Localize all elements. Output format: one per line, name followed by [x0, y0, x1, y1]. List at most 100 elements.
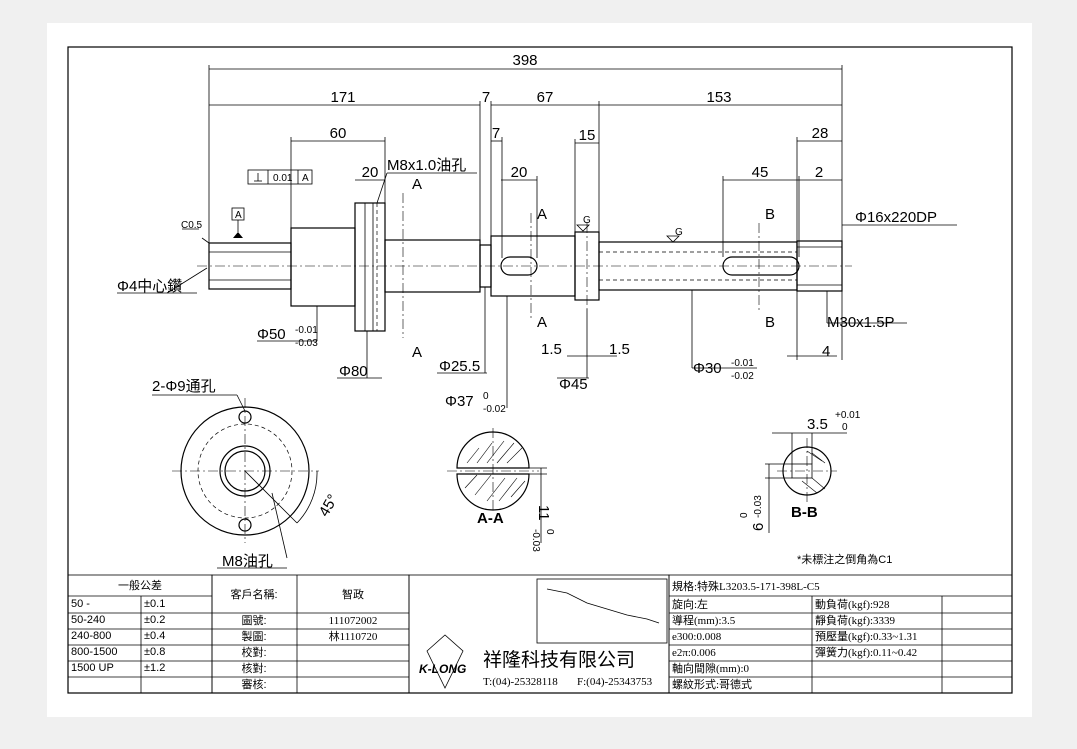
spec-e2pi: e2π:0.006 — [672, 647, 716, 659]
perp-tol-label: 0.01 — [273, 173, 293, 184]
d50-tol-dn: -0.03 — [295, 338, 318, 349]
d37-label: Φ37 — [445, 393, 474, 410]
dim-60: 60 — [330, 125, 347, 142]
tol-value-0: ±0.1 — [144, 598, 165, 610]
grind-label-1: G — [583, 215, 591, 226]
spec-e300: e300:0.008 — [672, 631, 722, 643]
spec-lead: 導程(mm):3.5 — [672, 613, 736, 627]
title-block-left: 客戶名稱: 智政 圖號: 111072002 製圖: 林1110720 校對: … — [211, 574, 410, 694]
perp-datum-label: A — [302, 173, 309, 184]
spec-spring: 彈簧力(kgf):0.11~0.42 — [815, 645, 917, 659]
aa-height-label: 11 — [535, 505, 552, 521]
d37-tol-up: 0 — [483, 391, 489, 402]
perpendicularity-frame — [247, 169, 313, 185]
tol-range-0: 50 - — [71, 598, 90, 610]
company-logo-text: K-LONG — [419, 662, 466, 676]
dim-20-flange: 20 — [362, 164, 379, 181]
section-bb-view — [765, 432, 847, 533]
dim-153: 153 — [706, 89, 731, 106]
d50-tol-up: -0.01 — [295, 325, 318, 336]
aa-tol-up: 0 — [544, 529, 555, 535]
dimension-lines — [117, 65, 957, 408]
tol-range-1: 50-240 — [71, 614, 105, 626]
tolerance-table: 一般公差 50 - ±0.1 50-240 ±0.2 240-800 ±0.4 … — [67, 574, 213, 694]
company-block: K-LONG 祥隆科技有限公司 T:(04)-25328118 F:(04)-2… — [408, 574, 670, 694]
section-aa-view — [447, 428, 547, 543]
tol-value-4: ±1.2 — [144, 662, 165, 674]
tol-range-2: 240-800 — [71, 630, 111, 642]
dim-28: 28 — [812, 125, 829, 142]
check2-label: 核對: — [241, 661, 266, 675]
spec-dynamic-load: 動負荷(kgf):928 — [815, 597, 890, 611]
company-logo-icon — [426, 634, 464, 689]
d37-tol-dn: -0.02 — [483, 404, 506, 415]
drawn-label: 製圖: — [241, 629, 266, 643]
gap-1-5-left: 1.5 — [541, 341, 562, 358]
company-name: 祥隆科技有限公司 — [483, 649, 635, 671]
center-drill-label: Φ4中心鑽 — [117, 278, 182, 295]
flange-end-view — [152, 394, 319, 569]
drawing-sheet: 398 171 7 67 153 60 20 M8x1.0油孔 7 20 15 … — [47, 23, 1032, 717]
spec-table: 規格:特殊L3203.5-171-398L-C5 旋向:左 導程(mm):3.5… — [668, 574, 1013, 694]
dim-7: 7 — [482, 89, 490, 106]
dim-2: 2 — [815, 164, 823, 181]
company-tel: T:(04)-25328118 — [483, 676, 558, 688]
company-fax: F:(04)-25343753 — [577, 676, 653, 688]
spec-static-load: 靜負荷(kgf):3339 — [815, 613, 896, 627]
spec-thread: 螺紋形式:哥德式 — [672, 677, 752, 691]
dim-4: 4 — [822, 343, 830, 360]
dim-overall: 398 — [512, 52, 537, 69]
customer-value: 智政 — [342, 587, 364, 601]
grind-mark-icon — [576, 224, 590, 232]
customer-label: 客戶名稱: — [230, 587, 277, 601]
section-aa-title: A-A — [477, 510, 504, 527]
dim-171: 171 — [330, 89, 355, 106]
m8-oil-label: M8油孔 — [222, 553, 273, 570]
dim-20-groove: 20 — [511, 164, 528, 181]
drawing-no-value: 111072002 — [329, 615, 378, 627]
bb-height-label: 6 — [750, 523, 767, 531]
check1-label: 校對: — [241, 645, 266, 659]
spec-preload: 預壓量(kgf):0.33~1.31 — [815, 630, 918, 643]
section-markers — [231, 169, 760, 338]
key-width-tol-dn: 0 — [842, 422, 848, 433]
section-a-top: A — [412, 176, 422, 193]
shaft-main-view — [197, 202, 852, 332]
tol-value-3: ±0.8 — [144, 646, 165, 658]
angle-label: 45° — [316, 492, 342, 520]
dim-15: 15 — [579, 127, 596, 144]
lead-error-chart-thumbnail — [536, 578, 668, 644]
gap-1-5-right: 1.5 — [609, 341, 630, 358]
section-a2-bottom: A — [537, 314, 547, 331]
d80-label: Φ80 — [339, 363, 368, 380]
datum-label: A — [235, 210, 242, 221]
tol-value-2: ±0.4 — [144, 630, 165, 642]
spec-backlash: 軸向間隙(mm):0 — [672, 661, 749, 675]
aa-tol-dn: -0.03 — [530, 529, 541, 552]
spec-direction: 旋向:左 — [672, 597, 708, 611]
d30-label: Φ30 — [693, 360, 722, 377]
bb-tol-up: 0 — [739, 512, 750, 518]
dim-7-small: 7 — [492, 125, 500, 142]
bb-tol-dn: -0.03 — [753, 495, 764, 518]
d25-5-label: Φ25.5 — [439, 358, 480, 375]
dim-67: 67 — [537, 89, 554, 106]
tol-value-1: ±0.2 — [144, 614, 165, 626]
m30-label: M30x1.5P — [827, 314, 895, 331]
section-a-bottom: A — [412, 344, 422, 361]
section-bb-title: B-B — [791, 504, 818, 521]
section-b-bottom: B — [765, 314, 775, 331]
d45-label: Φ45 — [559, 376, 588, 393]
dimension-texts: 398 171 7 67 153 60 20 M8x1.0油孔 7 20 15 … — [117, 52, 937, 570]
section-b-top: B — [765, 206, 775, 223]
d30-tol-up: -0.01 — [731, 358, 754, 369]
tol-title: 一般公差 — [118, 578, 162, 592]
chamfer-label: C0.5 — [181, 220, 203, 231]
tol-range-3: 800-1500 — [71, 646, 118, 658]
key-width-label: 3.5 — [807, 416, 828, 433]
drawing-no-label: 圖號: — [241, 614, 266, 627]
holes-label: 2-Φ9通孔 — [152, 378, 216, 395]
tol-range-4: 1500 UP — [71, 662, 114, 674]
chamfer-note: *未標注之倒角為C1 — [797, 552, 892, 566]
d50-label: Φ50 — [257, 326, 286, 343]
